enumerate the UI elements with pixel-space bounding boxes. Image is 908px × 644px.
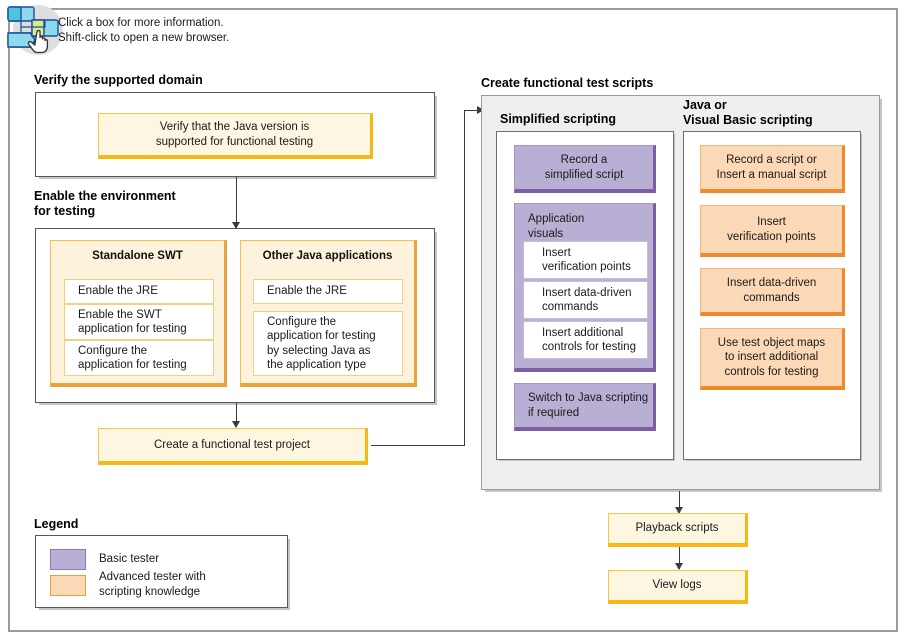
help-line-1: Click a box for more information.	[58, 17, 224, 29]
basic-tester-swatch	[50, 549, 86, 570]
section-title-scripts: Create functional test scripts	[481, 76, 654, 90]
node-swt-configure-app[interactable]: Configure the application for testing	[64, 340, 214, 376]
arrowhead-playback-to-viewlogs	[675, 563, 683, 570]
flowchart-hand-cursor-icon	[6, 2, 66, 60]
connector-enable-to-project	[236, 403, 237, 427]
node-record-or-insert-manual-script[interactable]: Record a script or Insert a manual scrip…	[700, 145, 845, 193]
help-instructions: Click a box for more information. Shift-…	[58, 16, 229, 45]
arrowhead-enable-to-project	[232, 421, 240, 428]
section-title-verify: Verify the supported domain	[34, 73, 203, 87]
connector-project-into-panel	[464, 110, 481, 111]
section-title-legend: Legend	[34, 517, 79, 531]
connector-project-right	[371, 445, 464, 446]
column-standalone-swt-title: Standalone SWT	[92, 250, 183, 262]
legend-label-advanced-tester: Advanced tester with scripting knowledge	[99, 571, 206, 598]
subsection-title-simplified-scripting: Simplified scripting	[500, 112, 616, 126]
node-verify-java-version[interactable]: Verify that the Java version is supporte…	[98, 113, 373, 159]
node-sv-insert-data-driven-commands[interactable]: Insert data-driven commands	[523, 281, 648, 319]
subsection-title-java-vb-scripting: Java or Visual Basic scripting	[683, 98, 813, 127]
node-sv-insert-additional-controls[interactable]: Insert additional controls for testing	[523, 321, 648, 359]
node-swt-enable-jre[interactable]: Enable the JRE	[64, 279, 214, 304]
legend-label-basic-tester: Basic tester	[99, 553, 160, 565]
node-jvb-insert-data-driven-commands[interactable]: Insert data-driven commands	[700, 268, 845, 316]
group-application-visuals-title: Application visuals	[528, 213, 585, 240]
connector-verify-to-enable	[236, 177, 237, 228]
connector-scripts-to-playback	[679, 491, 680, 513]
column-other-java-applications-title: Other Java applications	[262, 250, 393, 262]
arrowhead-verify-to-enable	[232, 222, 240, 229]
node-java-enable-jre[interactable]: Enable the JRE	[253, 279, 403, 304]
node-switch-to-java-scripting[interactable]: Switch to Java scripting if required	[514, 383, 656, 431]
help-line-2: Shift-click to open a new browser.	[58, 31, 230, 44]
arrowhead-scripts-to-playback	[675, 507, 683, 514]
node-record-simplified-script[interactable]: Record a simplified script	[514, 145, 656, 193]
node-sv-insert-verification-points[interactable]: Insert verification points	[523, 241, 648, 279]
connector-project-up	[464, 110, 465, 446]
node-swt-enable-app[interactable]: Enable the SWT application for testing	[64, 304, 214, 340]
node-use-test-object-maps[interactable]: Use test object maps to insert additiona…	[700, 328, 845, 390]
node-create-functional-test-project[interactable]: Create a functional test project	[98, 428, 368, 465]
node-jvb-insert-verification-points[interactable]: Insert verification points	[700, 205, 845, 257]
node-java-configure-app[interactable]: Configure the application for testing by…	[253, 311, 403, 376]
section-title-enable: Enable the environment for testing	[34, 189, 176, 218]
arrowhead-project-to-scripts	[477, 106, 484, 114]
node-view-logs[interactable]: View logs	[608, 570, 748, 604]
node-playback-scripts[interactable]: Playback scripts	[608, 513, 748, 547]
connector-playback-to-viewlogs	[679, 547, 680, 569]
advanced-tester-swatch	[50, 575, 86, 596]
